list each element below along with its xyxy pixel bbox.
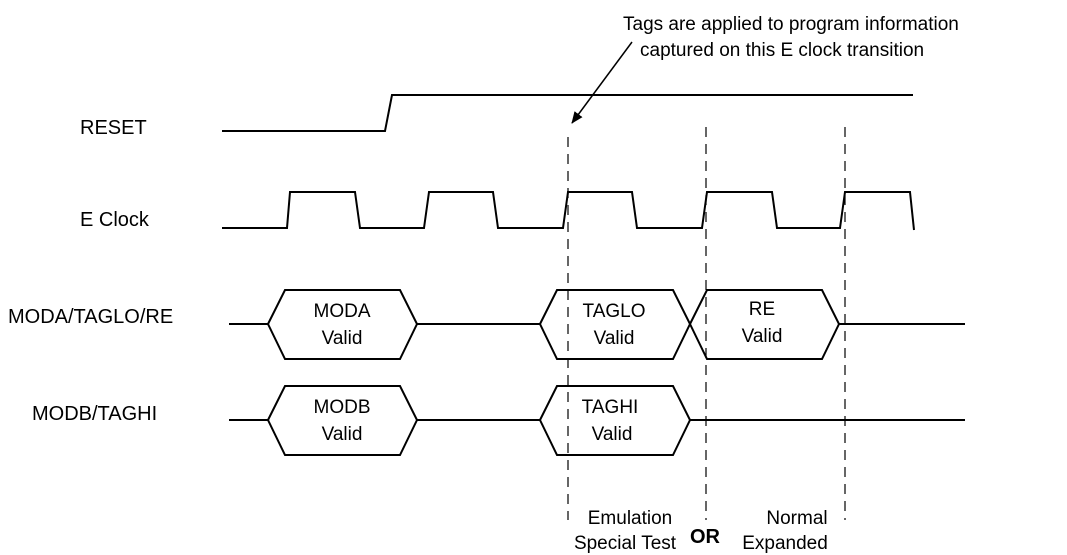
annotation-arrow [571, 41, 633, 124]
taglo-valid-line-1: TAGLO [583, 301, 646, 322]
moda-valid-line-1: MODA [314, 301, 371, 322]
taghi-valid-line-1: TAGHI [582, 397, 639, 418]
moda-valid-line-2: Valid [322, 328, 363, 349]
reset-waveform [222, 94, 913, 132]
re-valid-line-2: Valid [742, 326, 783, 347]
signal-label-modb-taghi: MODB/TAGHI [32, 403, 157, 425]
mode-expanded: Expanded [742, 533, 828, 554]
taglo-valid-line-2: Valid [594, 328, 635, 349]
annotation-line-1: Tags are applied to program information [623, 14, 959, 35]
modb-valid-line-1: MODB [314, 397, 371, 418]
re-valid-line-1: RE [749, 299, 775, 320]
signal-label-eclock: E Clock [80, 209, 150, 231]
taglo-valid-box: TAGLO Valid [583, 301, 646, 349]
mode-emulation: Emulation [588, 508, 673, 529]
moda-taglo-re-waveform [229, 289, 965, 360]
modb-taghi-waveform [229, 385, 965, 456]
taghi-valid-line-2: Valid [592, 424, 633, 445]
signal-label-reset: RESET [80, 117, 147, 139]
re-valid-box: RE Valid [742, 299, 783, 347]
signal-label-moda-taglo-re: MODA/TAGLO/RE [8, 306, 173, 328]
modb-valid-box: MODB Valid [314, 397, 371, 445]
taghi-valid-box: TAGHI Valid [582, 397, 639, 445]
annotation-line-2: captured on this E clock transition [640, 40, 924, 61]
mode-special-test: Special Test [574, 533, 677, 554]
moda-valid-box: MODA Valid [314, 301, 371, 349]
modb-valid-line-2: Valid [322, 424, 363, 445]
mode-normal: Normal [766, 508, 827, 529]
mode-or: OR [690, 526, 721, 548]
